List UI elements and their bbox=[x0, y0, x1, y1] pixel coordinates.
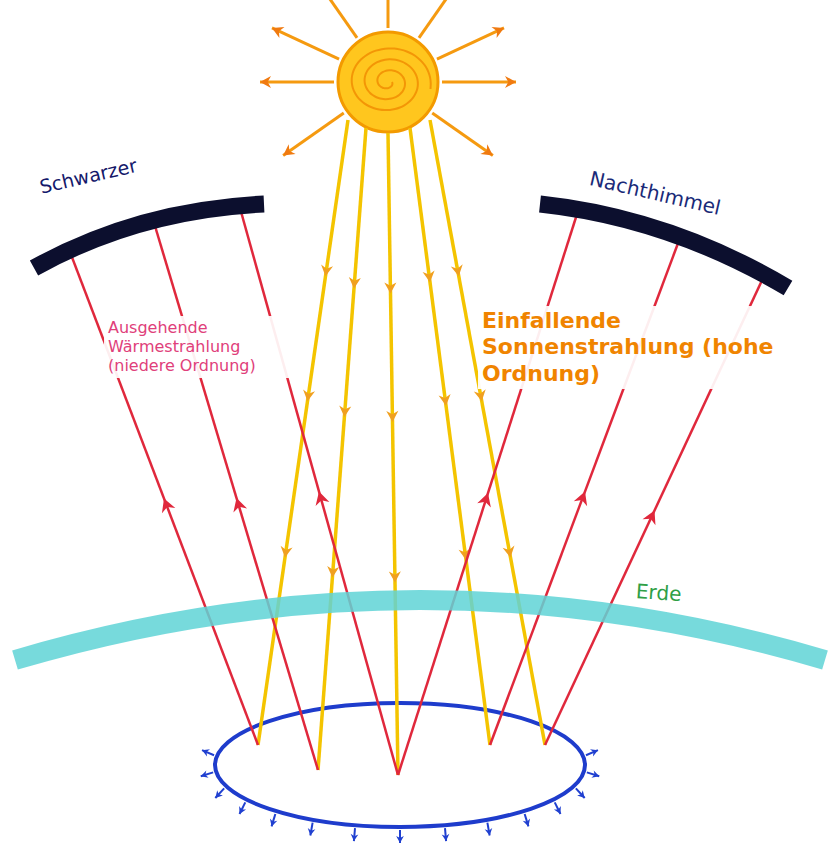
arrow-head bbox=[384, 282, 396, 293]
label-holder: Ausgehende Wärmestrahlung (niedere Ordnu… bbox=[104, 316, 294, 378]
incoming-radiation-label: Einfallende Sonnenstrahlung (hohe Ordnun… bbox=[478, 306, 778, 389]
sun-swirl bbox=[352, 48, 431, 110]
heat-ray bbox=[240, 208, 398, 775]
arrow-head bbox=[480, 144, 496, 160]
arrow-head bbox=[236, 806, 246, 816]
node-label: Erde bbox=[635, 579, 682, 606]
arrow-head bbox=[577, 790, 587, 800]
arrow-head bbox=[269, 22, 284, 38]
arrow-head bbox=[491, 22, 506, 38]
sun-ray bbox=[272, 28, 339, 59]
arrow-head bbox=[312, 490, 329, 506]
arrow-head bbox=[505, 76, 516, 88]
arrow-head bbox=[302, 390, 316, 403]
outgoing-radiation-label: Ausgehende Wärmestrahlung (niedere Ordnu… bbox=[104, 316, 294, 378]
arrow-head bbox=[451, 264, 465, 277]
arrow-head bbox=[157, 496, 175, 513]
heat-ray bbox=[398, 211, 578, 775]
arrow-head bbox=[574, 489, 592, 506]
arrow-head bbox=[590, 747, 599, 757]
arrow-head bbox=[423, 271, 436, 283]
arrow-head bbox=[326, 566, 339, 578]
sun-ray bbox=[442, 81, 516, 84]
arrow-head bbox=[591, 771, 600, 780]
arrow-head bbox=[280, 144, 296, 160]
arrow-head bbox=[554, 806, 564, 816]
sun bbox=[338, 32, 438, 132]
arrow-head bbox=[279, 546, 293, 559]
arrow-head bbox=[230, 496, 247, 513]
illustration-group bbox=[70, 0, 764, 843]
sunlight-ray bbox=[388, 133, 398, 775]
arrow-head bbox=[477, 491, 495, 508]
earth-band-stroke bbox=[15, 600, 825, 660]
arrow-head bbox=[523, 819, 532, 828]
arrow-head bbox=[474, 389, 488, 402]
arrow-head bbox=[200, 771, 209, 780]
arrow-head bbox=[442, 834, 450, 842]
node-label: Schwarzer bbox=[38, 154, 139, 198]
arrow-head bbox=[260, 76, 271, 88]
night-sky-bar: Schwarzer bbox=[28, 168, 278, 288]
arrow-head bbox=[307, 828, 316, 836]
night-sky-bar-stroke bbox=[34, 204, 264, 268]
arrow-head bbox=[503, 546, 517, 559]
earth-band: Erde bbox=[0, 585, 835, 680]
sun-ray bbox=[260, 81, 334, 84]
sunlight-ray bbox=[318, 128, 366, 770]
arrow-head bbox=[386, 411, 398, 422]
arrow-head bbox=[350, 834, 358, 842]
night-sky-bar-stroke bbox=[540, 204, 788, 288]
sun-ray bbox=[315, 0, 357, 38]
arrow-head bbox=[320, 265, 334, 278]
arrow-head bbox=[389, 571, 401, 582]
arrow-head bbox=[485, 828, 494, 836]
sun-ray bbox=[432, 113, 493, 155]
arrow-head bbox=[348, 277, 361, 289]
arrow-head bbox=[268, 819, 277, 828]
shape-outline bbox=[0, 585, 835, 680]
arrow-head bbox=[338, 405, 351, 417]
sun-ray bbox=[437, 28, 504, 59]
night-sky-bar: Nachthimmel bbox=[532, 162, 800, 297]
sun-ray bbox=[283, 113, 344, 155]
arrow-head bbox=[396, 836, 404, 843]
sun-ray bbox=[387, 0, 390, 28]
sun-ray bbox=[419, 0, 461, 38]
arrow-head bbox=[212, 790, 222, 800]
arrow-head bbox=[439, 394, 452, 406]
heat-ray bbox=[155, 226, 318, 770]
sunlight-ray bbox=[430, 120, 545, 745]
arrow-head bbox=[201, 747, 210, 757]
label-holder: Einfallende Sonnenstrahlung (hohe Ordnun… bbox=[478, 306, 778, 389]
arrow-head bbox=[643, 507, 661, 525]
